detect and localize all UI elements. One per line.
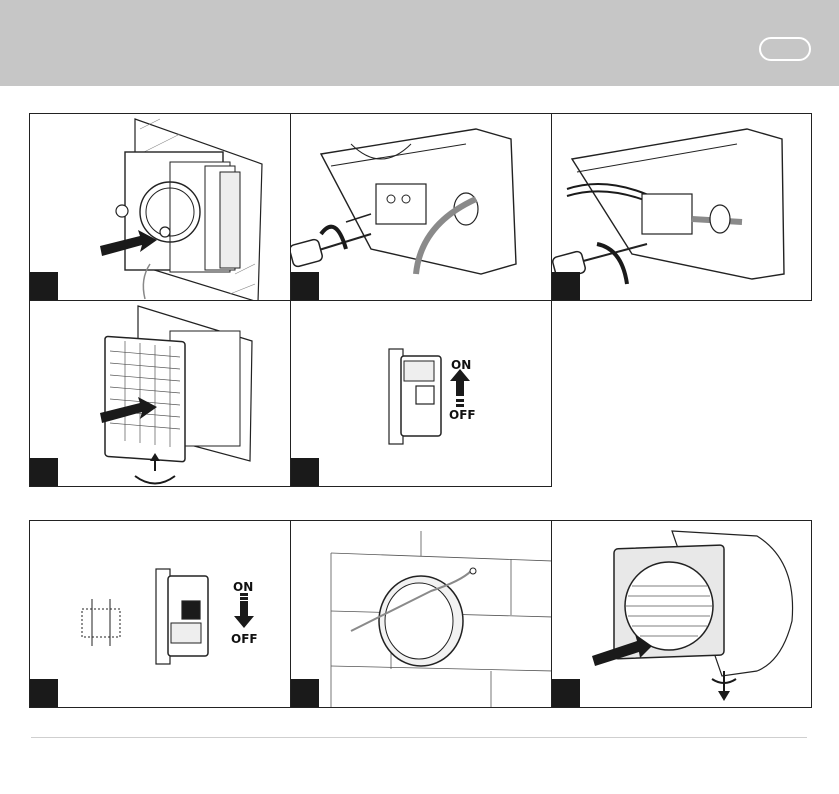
language-badge[interactable] [759, 37, 811, 61]
off-label: OFF [231, 632, 258, 646]
step-panel-5: ON OFF [290, 300, 552, 487]
step-panel-7 [290, 520, 552, 708]
step-number-box [30, 272, 58, 300]
on-label: ON [233, 580, 253, 594]
terminal-tighten-illustration [552, 114, 812, 301]
breaker-on-illustration: ON OFF [291, 301, 552, 487]
on-label: ON [451, 358, 471, 372]
header-bar [0, 0, 839, 86]
step-number-box [291, 679, 319, 707]
step-panel-1 [29, 113, 291, 301]
step-number-box [552, 272, 580, 300]
step-panel-2 [290, 113, 552, 301]
step-number-box [30, 679, 58, 707]
off-label: OFF [449, 408, 476, 422]
step-number-box [291, 458, 319, 486]
step-panel-4 [29, 300, 291, 487]
step-panel-6: ON OFF [29, 520, 291, 708]
fan-mount-illustration [30, 114, 291, 301]
breaker-off-illustration: ON OFF [30, 521, 291, 708]
step-number-box [30, 458, 58, 486]
front-grille-illustration [30, 301, 291, 487]
fan-cover-removal-illustration [552, 521, 812, 708]
wall-duct-illustration [291, 521, 552, 708]
footer-divider [31, 737, 807, 738]
step-panel-3 [551, 113, 812, 301]
step-number-box [552, 679, 580, 707]
terminal-wiring-illustration [291, 114, 552, 301]
step-panel-8 [551, 520, 812, 708]
step-number-box [291, 272, 319, 300]
